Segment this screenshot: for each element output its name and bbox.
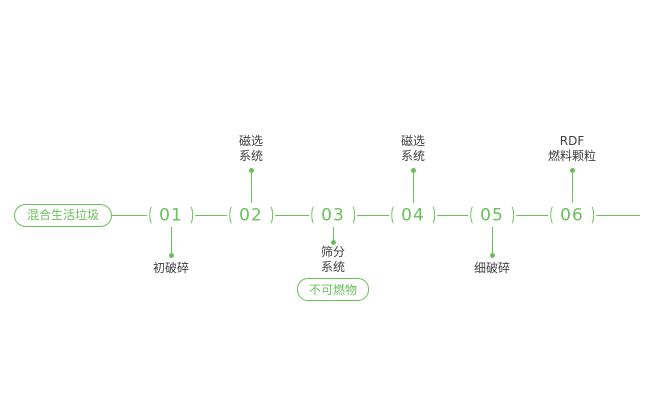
start-badge: 混合生活垃圾 [14, 204, 113, 227]
timeline-line [112, 215, 640, 216]
step-number: 06 [560, 205, 584, 225]
connector-stem [170, 227, 172, 253]
connector-dot [410, 168, 416, 173]
step-number: 01 [159, 205, 183, 225]
connector-dot [489, 253, 495, 258]
step-label: RDF 燃料颗粒 [547, 134, 597, 163]
connector-stem [332, 227, 334, 240]
bracket-left-icon [149, 204, 158, 226]
bracket-right-icon [346, 204, 355, 226]
step-number: 04 [401, 205, 425, 225]
step-number: 03 [321, 205, 345, 225]
step-label: 初破碎 [152, 261, 190, 275]
bracket-right-icon [505, 204, 514, 226]
connector-stem [491, 227, 493, 253]
step-label: 磁选 系统 [400, 134, 426, 163]
bracket-right-icon [184, 204, 193, 226]
bracket-left-icon [229, 204, 238, 226]
bracket-left-icon [311, 204, 320, 226]
connector-stem [412, 173, 414, 203]
connector-dot [569, 168, 575, 173]
bracket-right-icon [585, 204, 594, 226]
connector-stem [571, 173, 573, 203]
step-number: 02 [239, 205, 263, 225]
output-badge: 不可燃物 [296, 278, 370, 301]
bracket-right-icon [264, 204, 273, 226]
step-label: 筛分 系统 [320, 245, 346, 274]
bracket-left-icon [391, 204, 400, 226]
step-label: 磁选 系统 [238, 134, 264, 163]
bracket-left-icon [550, 204, 559, 226]
connector-stem [250, 173, 252, 203]
bracket-right-icon [426, 204, 435, 226]
connector-dot [248, 168, 254, 173]
step-label: 细破碎 [473, 261, 511, 275]
connector-dot [330, 240, 336, 245]
connector-dot [168, 253, 174, 258]
bracket-left-icon [470, 204, 479, 226]
step-number: 05 [480, 205, 504, 225]
